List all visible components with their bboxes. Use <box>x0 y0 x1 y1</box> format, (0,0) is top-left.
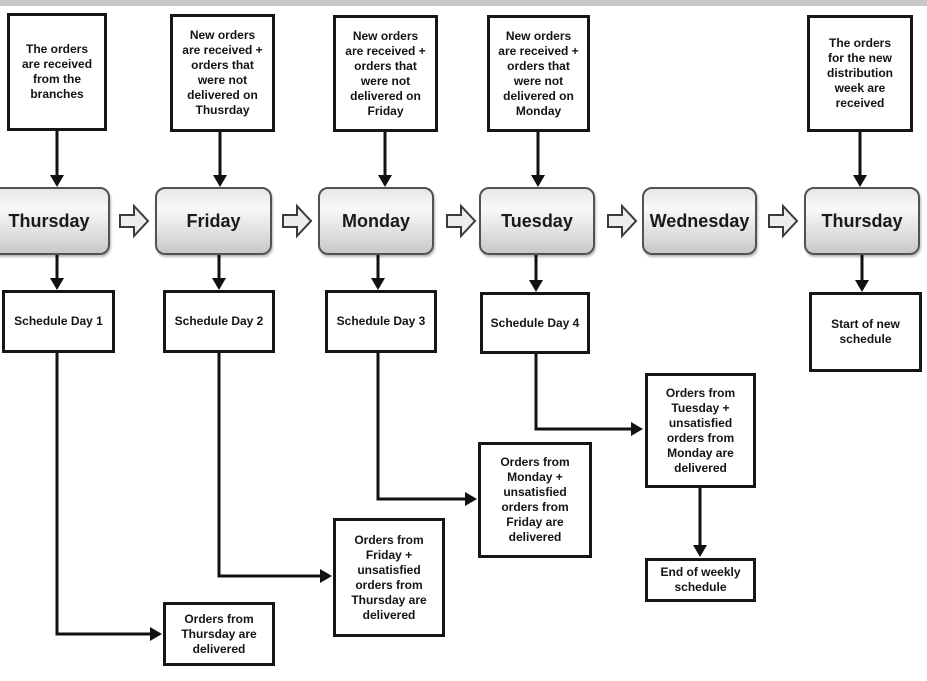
elbow-schedule2-to-delivery-friday <box>217 353 332 583</box>
day-box-friday: Friday <box>155 187 272 255</box>
page-edge-top <box>0 0 927 6</box>
arrow-thursday2-to-start <box>855 255 869 292</box>
note-new-orders-after-friday: New orders are received + orders that we… <box>333 15 438 132</box>
arrow-note-to-tuesday <box>531 132 545 187</box>
day-box-monday: Monday <box>318 187 434 255</box>
elbow-schedule1-to-delivery-thursday <box>55 353 162 641</box>
delivery-box-tuesday: Orders from Tuesday + unsatisfied orders… <box>645 373 756 488</box>
note-orders-from-branches: The orders are received from the branche… <box>7 13 107 131</box>
arrow-tuesday-to-schedule4 <box>529 255 543 292</box>
block-arrow-wednesday-thursday2 <box>768 203 799 239</box>
note-new-distribution-week-orders: The orders for the new distribution week… <box>807 15 913 132</box>
end-of-weekly-schedule-box: End of weekly schedule <box>645 558 756 602</box>
arrow-delivery-tuesday-to-end <box>693 488 707 557</box>
arrow-note-to-thursday1 <box>50 131 64 187</box>
day-box-tuesday: Tuesday <box>479 187 595 255</box>
arrow-note-to-thursday2 <box>853 132 867 187</box>
schedule-box-day-1: Schedule Day 1 <box>2 290 115 353</box>
block-arrow-monday-tuesday <box>446 203 477 239</box>
schedule-box-day-4: Schedule Day 4 <box>480 292 590 354</box>
block-arrow-friday-monday <box>282 203 313 239</box>
day-box-thursday-1: Thursday <box>0 187 110 255</box>
schedule-box-day-3: Schedule Day 3 <box>325 290 437 353</box>
elbow-schedule3-to-delivery-monday <box>376 353 477 506</box>
elbow-schedule4-to-delivery-tuesday <box>534 354 643 436</box>
arrow-thursday1-to-schedule1 <box>50 255 64 290</box>
arrow-monday-to-schedule3 <box>371 255 385 290</box>
note-new-orders-after-monday: New orders are received + orders that we… <box>487 15 590 132</box>
schedule-box-day-2: Schedule Day 2 <box>163 290 275 353</box>
delivery-box-monday: Orders from Monday + unsatisfied orders … <box>478 442 592 558</box>
block-arrow-tuesday-wednesday <box>607 203 638 239</box>
note-new-orders-after-thursday: New orders are received + orders that we… <box>170 14 275 132</box>
arrow-friday-to-schedule2 <box>212 255 226 290</box>
day-box-wednesday: Wednesday <box>642 187 757 255</box>
delivery-box-friday: Orders from Friday + unsatisfied orders … <box>333 518 445 637</box>
arrow-note-to-friday <box>213 132 227 187</box>
start-of-new-schedule-box: Start of new schedule <box>809 292 922 372</box>
day-box-thursday-2: Thursday <box>804 187 920 255</box>
block-arrow-thursday1-friday <box>119 203 150 239</box>
arrow-note-to-monday <box>378 132 392 187</box>
delivery-box-thursday: Orders from Thursday are delivered <box>163 602 275 666</box>
